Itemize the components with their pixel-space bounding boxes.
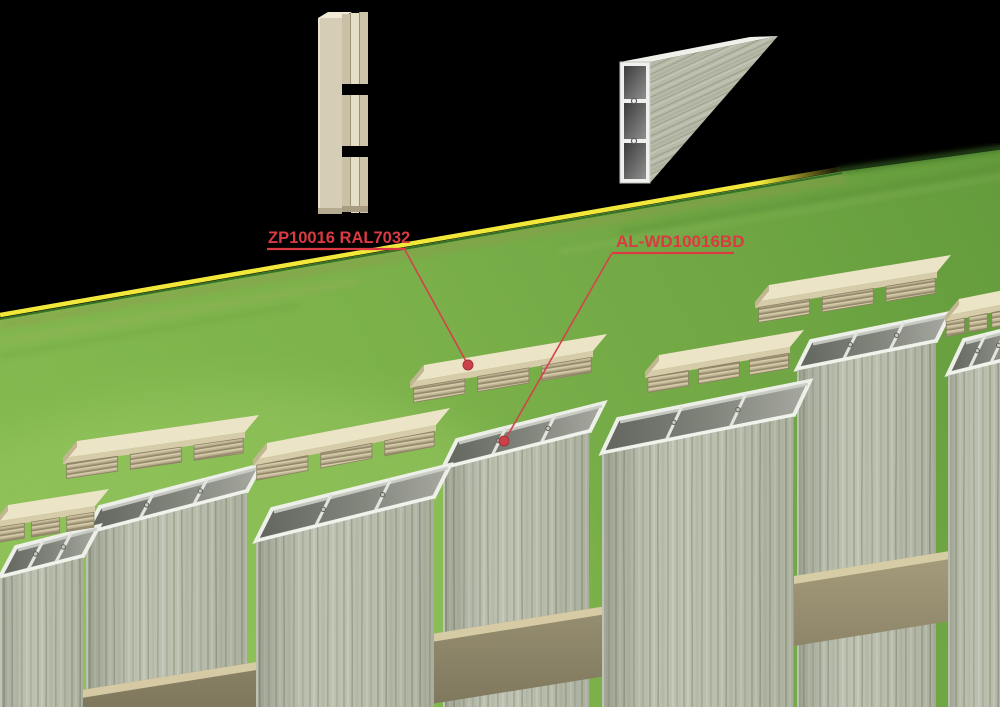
clip-tooth — [66, 455, 118, 479]
screw-boss — [735, 406, 741, 413]
clip-tooth — [193, 437, 244, 461]
plank-cap-clips — [0, 255, 1000, 543]
clip-tooth — [384, 430, 435, 457]
clip-tooth — [320, 442, 373, 469]
front-row-planks — [0, 328, 1000, 707]
motion-blur-streaks — [0, 165, 1000, 358]
plank-cap-clip — [645, 330, 804, 393]
zp-notch — [342, 84, 368, 95]
screw-boss — [995, 342, 1000, 349]
clip-top-face — [645, 330, 804, 372]
leader-line — [504, 252, 613, 441]
callout-dot — [498, 435, 510, 447]
clip-tooth — [477, 367, 530, 393]
clip-tooth — [991, 310, 1000, 329]
fence-plank — [944, 328, 1000, 707]
clip-top-face — [945, 290, 1000, 316]
fence-plank — [82, 461, 265, 707]
plank-cap-clip — [410, 334, 607, 403]
plank-cap-clip — [253, 408, 450, 481]
zp-notch — [342, 146, 368, 157]
clip-tooth — [256, 455, 309, 481]
screw-boss — [32, 551, 39, 557]
clip-tooth — [968, 313, 988, 333]
fence-plank — [252, 462, 454, 707]
fence-plank — [598, 378, 814, 707]
leader-line — [404, 249, 469, 366]
clip-tooth — [66, 511, 95, 532]
al-wd-profile-render — [619, 36, 778, 184]
fence-plank — [793, 310, 954, 707]
clip-tooth — [885, 277, 936, 302]
clip-tooth — [749, 352, 789, 376]
label-zp: ZP10016 RAL7032 — [268, 229, 410, 247]
plank-cap-clip — [945, 290, 1000, 338]
clip-tooth — [945, 317, 965, 338]
screw-boss — [893, 332, 900, 339]
label-alwd: AL-WD10016BD — [616, 232, 744, 251]
zp-profile-render — [318, 12, 368, 214]
horizon-edge — [0, 146, 1000, 330]
screw-boss — [545, 425, 551, 432]
callout-alwd: AL-WD10016BD — [498, 232, 744, 447]
clip-top-face — [0, 489, 109, 522]
screw-boss — [60, 544, 67, 550]
clip-top-face — [63, 415, 259, 458]
clip-tooth — [0, 522, 25, 543]
plank-cap-clip — [755, 255, 951, 323]
callout-zp: ZP10016 RAL7032 — [267, 229, 474, 371]
clip-tooth — [413, 378, 466, 403]
edge-yellow-line — [0, 166, 841, 318]
clip-top-face — [253, 408, 450, 460]
screw-boss — [379, 491, 386, 498]
clip-tooth — [30, 517, 61, 538]
clip-tooth — [821, 288, 874, 313]
fence-plank — [0, 522, 103, 707]
screw-boss — [974, 347, 981, 354]
screw-boss — [143, 502, 150, 508]
clip-tooth — [647, 370, 689, 393]
screw-boss — [671, 419, 677, 426]
plank-cap-clip — [63, 415, 259, 479]
clip-top-face — [410, 334, 607, 382]
callout-dot — [462, 359, 474, 371]
clip-tooth — [758, 298, 810, 323]
plank-cap-clip — [0, 489, 109, 543]
screw-boss — [320, 506, 327, 513]
screw-boss — [847, 341, 854, 348]
screw-boss — [197, 488, 204, 494]
clip-tooth — [129, 446, 182, 470]
clip-top-face — [755, 255, 951, 302]
clip-tooth — [698, 361, 740, 385]
